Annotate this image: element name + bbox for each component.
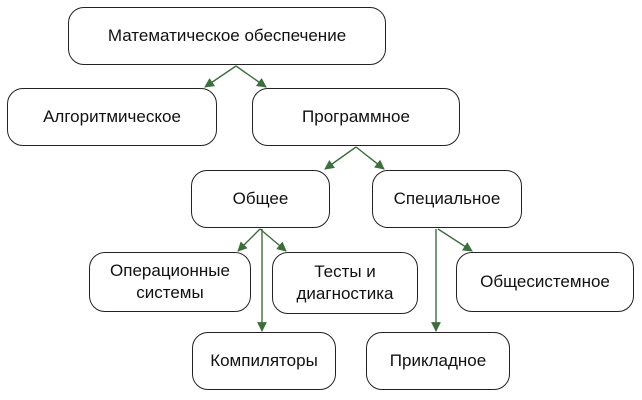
- node-special: Специальное: [372, 170, 522, 228]
- edge-prog-to-special: [355, 146, 385, 170]
- node-math-support: Математическое обеспечение: [68, 7, 386, 65]
- edge-general-to-tests: [259, 228, 287, 252]
- node-general: Общее: [191, 170, 330, 228]
- node-system-wide: Общесистемное: [456, 252, 634, 312]
- edge-math-to-prog: [235, 65, 267, 88]
- node-software: Программное: [252, 88, 460, 146]
- node-tests-diagnostics: Тесты и диагностика: [272, 252, 418, 314]
- edge-special-to-syswide: [437, 228, 473, 252]
- edge-general-to-os: [237, 228, 261, 252]
- edge-math-to-algo: [204, 65, 237, 88]
- node-applied: Прикладное: [366, 332, 510, 390]
- node-compilers: Компиляторы: [192, 332, 336, 390]
- node-operating-systems: Операционные системы: [89, 252, 251, 312]
- node-algorithmic: Алгоритмическое: [7, 88, 217, 146]
- edge-prog-to-general: [324, 146, 357, 170]
